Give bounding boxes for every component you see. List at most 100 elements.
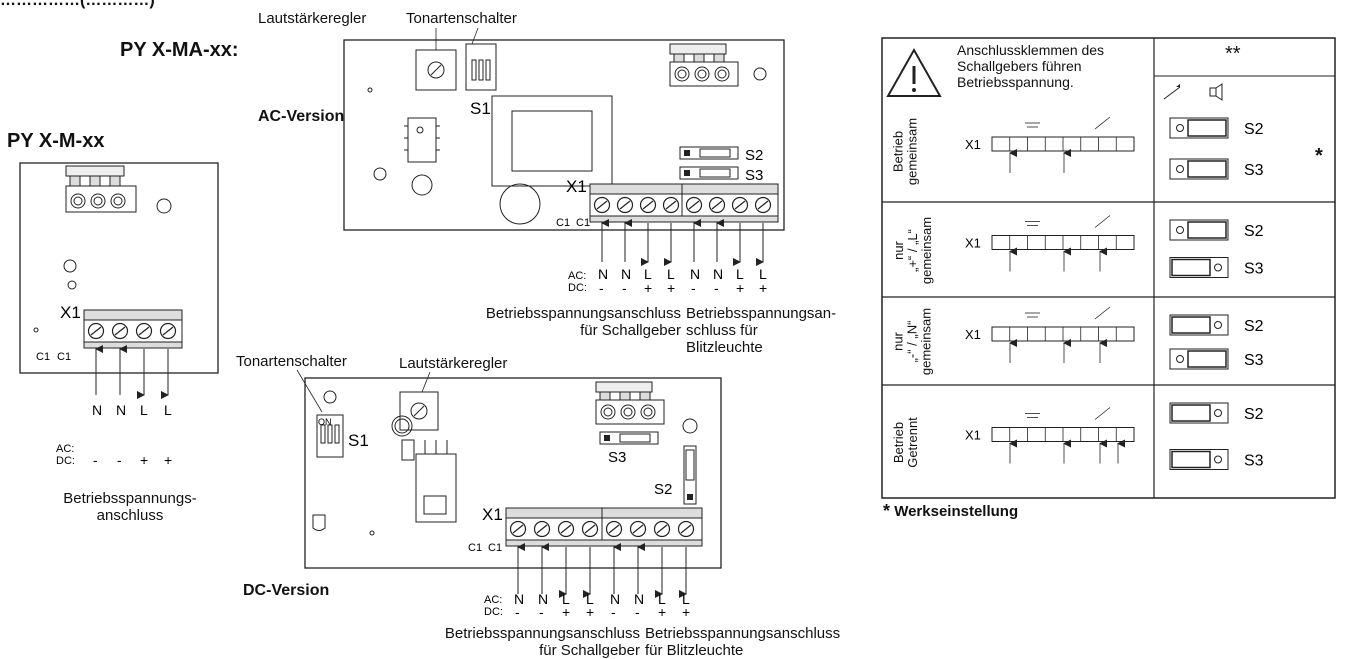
table-row-label: „+“ / „L“ — [904, 228, 920, 272]
tone-label-dc: Tonartenschalter — [236, 353, 347, 370]
pin-letters-ac: N N L L N N L L - - + + - - + + — [598, 266, 767, 296]
table-s3-label: S3 — [1244, 453, 1264, 470]
warning-text: Anschlussklemmen des Schallgebers führen… — [957, 42, 1104, 90]
dc-mark-dc: DC: — [484, 606, 503, 618]
model-py-x-m: PY X-M-xx — [7, 130, 105, 152]
c1-mark-ac-1: C1 — [556, 217, 570, 229]
c1-mark-m-2: C1 — [57, 351, 71, 363]
table-row-label: gemeinsam — [918, 307, 934, 376]
ac-flash-supply-line2: schluss für — [686, 322, 758, 339]
table-jumper — [1171, 450, 1211, 469]
table-jumper-pin — [1214, 455, 1222, 464]
pin-ac-l4: L — [759, 266, 767, 282]
pin-ac-p2: + — [667, 280, 675, 296]
table-jumper-pin — [1214, 409, 1222, 417]
ac-sounder-supply-line2: für Schallgeber — [580, 322, 681, 339]
table-jumper — [1187, 119, 1227, 137]
ac-mark-dc: AC: — [484, 594, 502, 606]
ac-sounder-supply-label: Betriebsspannungsanschluss für Schallgeb… — [431, 305, 681, 339]
table-jumper — [1187, 160, 1227, 178]
pin-ac-n3: N — [690, 266, 700, 282]
s3-mark-ac: S3 — [745, 167, 763, 184]
table-x1-label: X1 — [965, 428, 981, 443]
s2-mark-dc: S2 — [654, 481, 672, 498]
ac-flash-supply-label: Betriebsspannungsan- schluss für Blitzle… — [686, 305, 836, 356]
pin-dc-n4: N — [634, 591, 644, 607]
s3-mark-dc: S3 — [608, 449, 626, 466]
supply-label-m-line2: anschluss — [96, 507, 164, 524]
star-mark-row1: * — [1315, 145, 1323, 167]
dc-mark-m: DC: — [56, 455, 75, 467]
pin-dc-p2: + — [586, 604, 594, 620]
supply-label-m-line1: Betriebsspannungs- — [63, 490, 197, 507]
pin-m-l2: L — [164, 402, 172, 418]
s1-mark-ac: S1 — [470, 99, 491, 118]
pin-ac-m3: - — [691, 280, 696, 296]
table-row-label: gemeinsam — [904, 117, 920, 186]
table-row-label: Getrennt — [904, 416, 920, 468]
pin-m-l1: L — [140, 402, 148, 418]
s2-mark-ac: S2 — [745, 147, 763, 164]
ac-flash-supply-line1: Betriebsspannungsan- — [686, 305, 837, 322]
on-mark-dc: ON — [318, 417, 332, 427]
c1-mark-ac-2: C1 — [576, 217, 590, 229]
pin-ac-n1: N — [598, 266, 608, 282]
table-jumper — [1187, 350, 1227, 368]
footnote: * Werkseinstellung — [883, 502, 1019, 520]
table-row-label: Betrieb — [890, 421, 906, 463]
table-jumper-pin — [1176, 124, 1184, 132]
pin-ac-m2: - — [622, 280, 627, 296]
warning-line3: Betriebsspannung. — [957, 74, 1074, 90]
pin-m-plus2: + — [164, 452, 172, 468]
pin-ac-m4: - — [714, 280, 719, 296]
table-jumper-pin — [1214, 321, 1222, 329]
dc-flash-supply-label: Betriebsspannungsanschluss für Blitzleuc… — [645, 625, 840, 659]
pin-dc-p4: + — [682, 604, 690, 620]
pin-dc-l1: L — [562, 591, 570, 607]
table-x1-label: X1 — [965, 236, 981, 251]
footnote-text: Werkseinstellung — [894, 503, 1019, 520]
pin-ac-m1: - — [599, 280, 604, 296]
table-s2-label: S2 — [1244, 223, 1264, 240]
pin-dc-m3: - — [611, 604, 616, 620]
table-jumper-pin — [1214, 263, 1222, 272]
x1-mark-ac: X1 — [566, 177, 587, 196]
c1-mark-m-1: C1 — [36, 351, 50, 363]
table-x1-label: X1 — [965, 137, 981, 152]
table-row-label: „-“ / „N“ — [904, 320, 920, 363]
supply-label-m: Betriebsspannungs- anschluss — [30, 490, 230, 524]
table-s3-label: S3 — [1244, 352, 1264, 369]
c1-mark-dc-2: C1 — [488, 542, 502, 554]
warning-line2: Schallgebers führen — [957, 58, 1082, 74]
pin-dc-m2: - — [539, 604, 544, 620]
table-row-label: gemeinsam — [918, 216, 934, 284]
pin-dc-p1: + — [562, 604, 570, 620]
pin-ac-p4: + — [759, 280, 767, 296]
board-py-x-m — [19, 162, 219, 399]
ac-mark-ac: AC: — [568, 270, 586, 282]
pin-m-minus2: - — [117, 452, 122, 468]
pin-dc-p3: + — [658, 604, 666, 620]
pin-ac-n2: N — [621, 266, 631, 282]
header-fragment: ……………(…………) — [0, 0, 155, 9]
pin-dc-m4: - — [635, 604, 640, 620]
ac-mark-m: AC: — [56, 443, 74, 455]
pin-dc-n1: N — [514, 591, 524, 607]
c1-mark-dc-1: C1 — [468, 542, 482, 554]
x1-mark-m: X1 — [60, 303, 81, 322]
x1-mark-dc: X1 — [482, 505, 503, 524]
pin-ac-n4: N — [713, 266, 723, 282]
tone-label-top: Tonartenschalter — [406, 10, 517, 27]
pin-m-n2: N — [116, 402, 126, 418]
dc-sounder-supply-label: Betriebsspannungsanschluss für Schallgeb… — [382, 625, 640, 659]
ac-flash-supply-line3: Blitzleuchte — [686, 339, 763, 356]
s1-mark-dc: S1 — [348, 431, 369, 450]
pin-letters-m: N N L L - - + + — [92, 402, 172, 468]
ac-version-label: AC-Version — [258, 108, 345, 125]
dc-version-label: DC-Version — [243, 582, 330, 599]
warning-line1: Anschlussklemmen des — [957, 42, 1105, 58]
table-s3-label: S3 — [1244, 162, 1264, 179]
table-jumper — [1171, 404, 1211, 422]
table-jumper — [1171, 316, 1211, 334]
